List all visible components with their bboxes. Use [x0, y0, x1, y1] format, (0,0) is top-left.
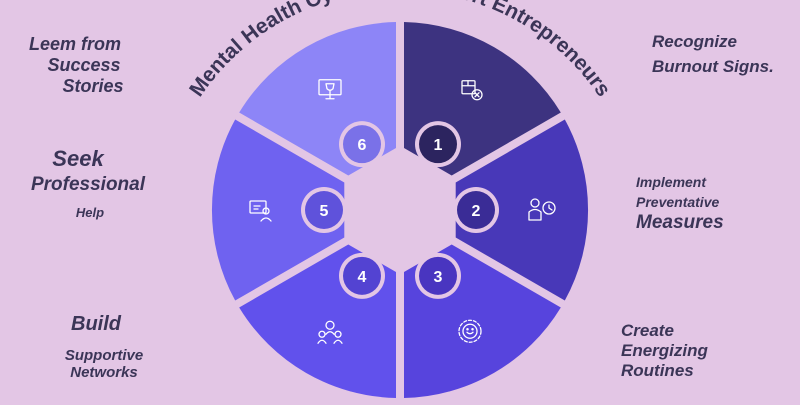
step-5-number: 5 — [320, 203, 329, 220]
step-6-label-line-2: Success — [47, 55, 121, 76]
step-5-badge — [305, 191, 343, 229]
step-5-segment — [211, 119, 345, 301]
smiley-icon — [458, 319, 482, 343]
step-5-label-line-2: Professional — [30, 173, 146, 195]
step-3-label: Create Energizing Routines — [621, 321, 771, 381]
step-number-badges: 1 2 3 4 5 6 — [301, 121, 499, 299]
step-1-label-line-2: Burnout Signs. — [652, 57, 774, 77]
step-5-label-line-1: Seek — [52, 146, 104, 171]
step-6-label-line-1: Leem from — [28, 34, 122, 54]
step-4-label-line-1: Build — [71, 313, 121, 335]
step-1-label: Recognize Burnout Signs. — [652, 32, 792, 77]
step-6-badge — [343, 125, 381, 164]
step-3-label-line-2: Energizing — [621, 341, 708, 361]
step-6-label: Leem from Success Stories — [20, 34, 130, 98]
step-icons — [249, 79, 556, 344]
step-3-label-line-3: Routines — [621, 361, 694, 381]
step-4-label-line-2: Supportive — [64, 346, 144, 364]
step-6-number: 6 — [358, 137, 367, 154]
step-2-label-line-3: Measures — [636, 212, 724, 234]
step-6-label-line-3: Stories — [62, 76, 124, 97]
step-3-number: 3 — [434, 269, 443, 286]
step-2-label: Implement Preventative Measures — [636, 174, 786, 234]
step-2-label-line-2: Preventative — [636, 193, 720, 210]
step-3-label-line-1: Create — [621, 321, 674, 340]
step-2-label-line-1: Implement — [636, 174, 707, 190]
step-5-label-line-3: Help — [75, 205, 105, 221]
step-2-segment — [455, 119, 589, 301]
step-3-badge — [419, 256, 457, 295]
step-4-label: Build Supportive Networks — [40, 313, 168, 382]
people-network-icon — [317, 320, 343, 344]
step-5-label: Seek Professional Help — [22, 146, 154, 221]
step-1-label-line-1: Recognize — [652, 32, 738, 51]
person-clock-icon — [528, 198, 556, 221]
help-board-icon — [249, 200, 272, 222]
step-1-number: 1 — [434, 137, 443, 154]
trophy-screen-icon — [318, 79, 342, 100]
step-4-label-line-3: Networks — [70, 364, 138, 382]
diagram-title: Mental Health Cycle for Introvert Entrep… — [185, 0, 615, 101]
step-4-number: 4 — [358, 269, 367, 286]
broken-box-icon — [461, 80, 483, 101]
step-1-badge — [419, 125, 457, 164]
step-2-badge — [457, 191, 495, 229]
step-2-number: 2 — [472, 203, 481, 220]
step-4-badge — [343, 256, 381, 295]
